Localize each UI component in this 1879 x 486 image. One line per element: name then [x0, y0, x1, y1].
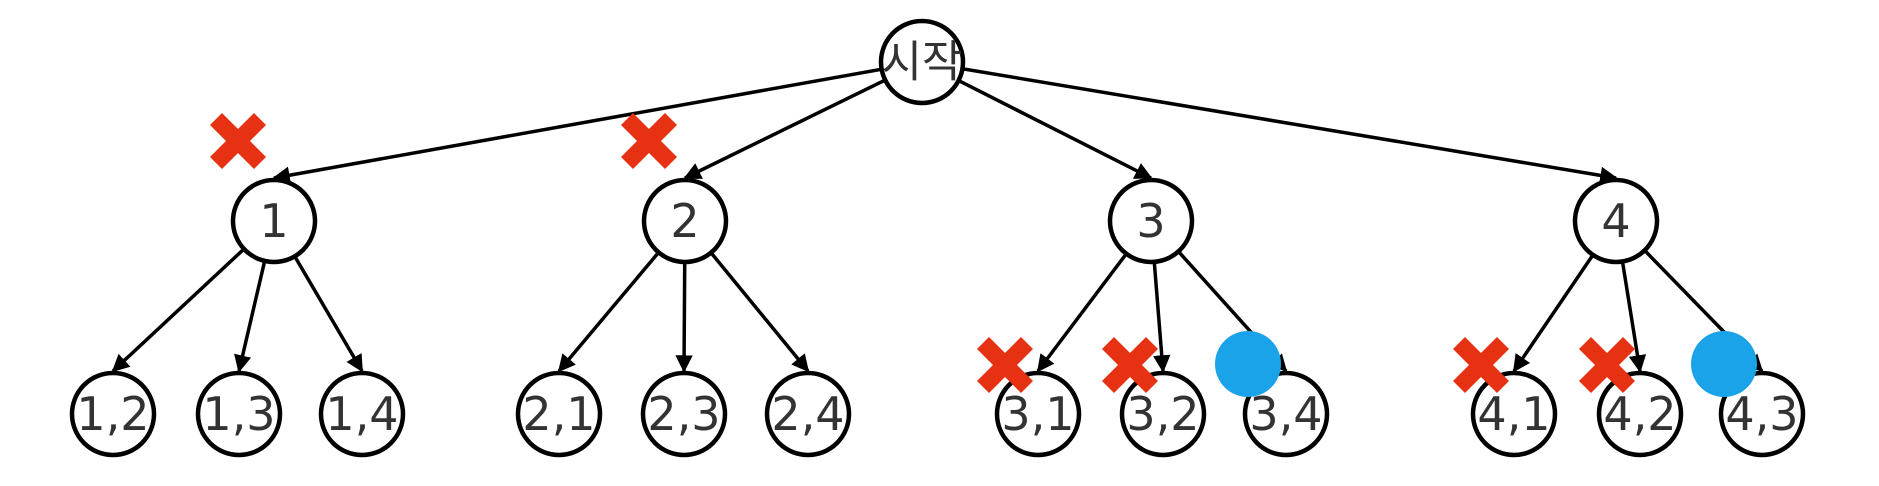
- node-3-1: 3,1: [994, 370, 1082, 458]
- dot-icon: [1691, 331, 1757, 397]
- edge-root-to-4: [921, 60, 1618, 185]
- node-circle: [515, 370, 603, 458]
- node-1: 1: [230, 177, 318, 265]
- node-1-4: 1,4: [318, 370, 406, 458]
- node-label: 3: [1136, 194, 1165, 248]
- node-2-4: 2,4: [764, 370, 852, 458]
- node-1-3: 1,3: [195, 370, 283, 458]
- node-3: 3: [1107, 177, 1195, 265]
- x-icon: [976, 336, 1034, 394]
- node-circle: [994, 370, 1082, 458]
- node-label: 3,2: [1126, 387, 1199, 441]
- node-circle: [1470, 370, 1558, 458]
- edges: [111, 60, 1764, 373]
- node-label: 4: [1601, 194, 1630, 248]
- node-label: 2,3: [647, 387, 720, 441]
- node-label: 4,3: [1725, 387, 1798, 441]
- node-circle: [1596, 370, 1684, 458]
- node-circle: [764, 370, 852, 458]
- node-circle: [1242, 370, 1330, 458]
- marks: [209, 112, 1757, 397]
- node-label: 1: [259, 194, 288, 248]
- x-icon: [1452, 336, 1510, 394]
- node-label: 4,2: [1603, 387, 1676, 441]
- x-icon: [209, 112, 267, 170]
- node-circle: [1572, 177, 1660, 265]
- node-circle: [69, 370, 157, 458]
- node-circle: [641, 177, 729, 265]
- node-label: 1,3: [202, 387, 275, 441]
- node-label: 시작: [882, 37, 963, 88]
- node-circle: [1119, 370, 1207, 458]
- node-2-1: 2,1: [515, 370, 603, 458]
- node-circle: [230, 177, 318, 265]
- node-4: 4: [1572, 177, 1660, 265]
- node-3-4: 3,4: [1242, 370, 1330, 458]
- node-circle: [1107, 177, 1195, 265]
- node-2: 2: [641, 177, 729, 265]
- edge-root-to-2: [683, 60, 923, 180]
- root-node: 시작: [878, 18, 966, 106]
- node-label: 1,2: [76, 387, 149, 441]
- node-4-3: 4,3: [1718, 370, 1806, 458]
- x-icon: [1578, 336, 1636, 394]
- x-icon: [1101, 336, 1159, 394]
- node-circle: [878, 18, 966, 106]
- node-label: 2,4: [771, 387, 844, 441]
- nodes: 시작 1 2 3 4 1,2 1,3 1,4 2,1 2,3 2,4 3,1 3,2 3,4 4,1 4,2 4…: [69, 18, 1806, 458]
- node-label: 3,1: [1001, 387, 1074, 441]
- node-circle: [1718, 370, 1806, 458]
- edge-root-to-1: [272, 60, 923, 184]
- node-circle: [640, 370, 728, 458]
- dot-icon: [1215, 331, 1281, 397]
- node-2-3: 2,3: [640, 370, 728, 458]
- x-icon: [620, 112, 678, 170]
- node-1-2: 1,2: [69, 370, 157, 458]
- node-label: 1,4: [325, 387, 398, 441]
- node-circle: [195, 370, 283, 458]
- node-3-2: 3,2: [1119, 370, 1207, 458]
- node-label: 3,4: [1249, 387, 1322, 441]
- node-label: 4,1: [1477, 387, 1550, 441]
- node-label: 2,1: [522, 387, 595, 441]
- node-4-1: 4,1: [1470, 370, 1558, 458]
- node-label: 2: [670, 194, 699, 248]
- node-circle: [318, 370, 406, 458]
- node-4-2: 4,2: [1596, 370, 1684, 458]
